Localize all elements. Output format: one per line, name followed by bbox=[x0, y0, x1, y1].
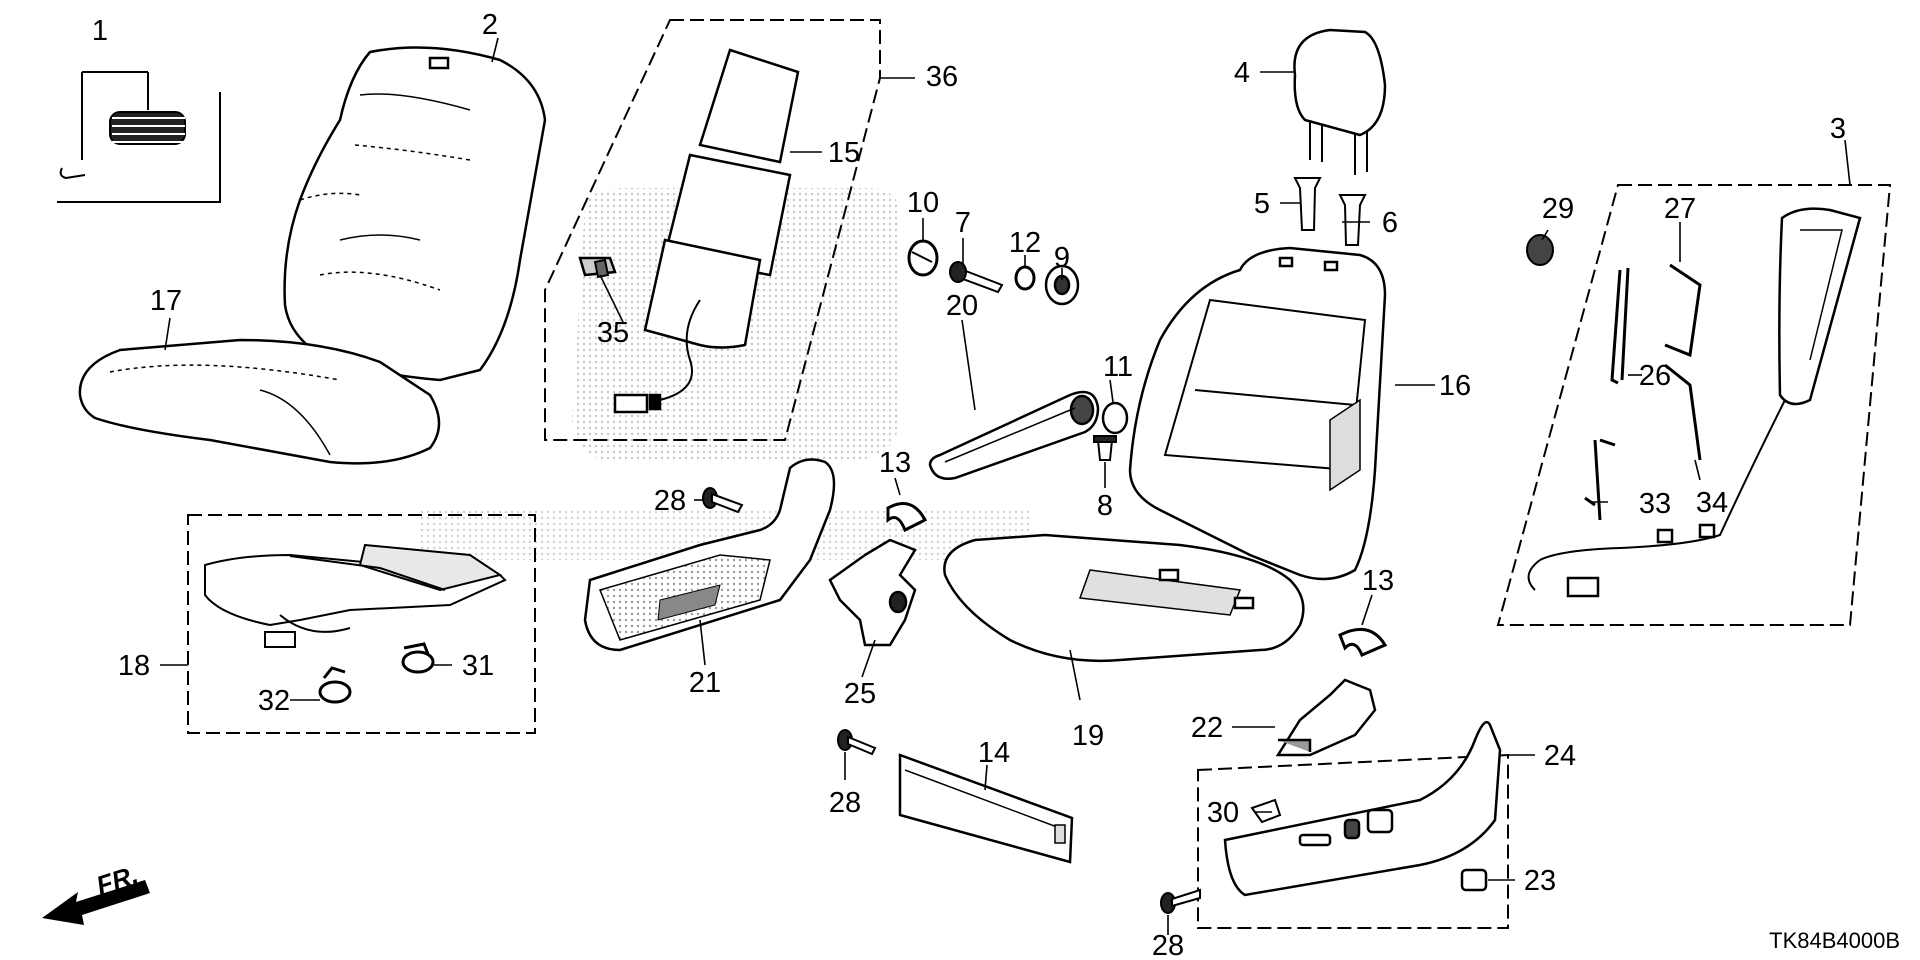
callout-24: 24 bbox=[1544, 740, 1576, 772]
callout-36: 36 bbox=[926, 61, 958, 93]
callout-34: 34 bbox=[1696, 487, 1728, 519]
callout-18: 18 bbox=[118, 650, 150, 682]
part-10-clip bbox=[907, 239, 939, 277]
callout-5: 5 bbox=[1254, 188, 1270, 220]
part-35-clip bbox=[593, 258, 610, 279]
part-25-bracket bbox=[828, 538, 917, 647]
callout-1: 1 bbox=[92, 15, 108, 47]
part-13-clip bbox=[886, 502, 928, 533]
part-4-headrest bbox=[1293, 28, 1387, 175]
callout-25: 25 bbox=[844, 678, 876, 710]
part-26-27-34-33-wires bbox=[1584, 263, 1702, 521]
part-36-sensor-mats bbox=[578, 153, 792, 414]
part-6-guide bbox=[1338, 194, 1367, 246]
part-23-cap bbox=[1460, 868, 1488, 892]
callout-32: 32 bbox=[258, 685, 290, 717]
callout-29: 29 bbox=[1542, 193, 1574, 225]
part-1-clip-set bbox=[59, 71, 186, 180]
callout-35: 35 bbox=[597, 317, 629, 349]
part-14-trim-strip bbox=[898, 753, 1074, 864]
leader-lines bbox=[160, 37, 1851, 935]
callout-20: 20 bbox=[946, 290, 978, 322]
part-21-inner-trim bbox=[583, 458, 836, 652]
callout-17: 17 bbox=[150, 285, 182, 317]
part-7-bolt bbox=[949, 261, 1004, 294]
part-16-seatback bbox=[1128, 246, 1387, 581]
front-direction-arrow bbox=[42, 880, 150, 925]
callout-7: 7 bbox=[955, 207, 971, 239]
callout-13-upper: 13 bbox=[879, 447, 911, 479]
callout-31: 31 bbox=[462, 650, 494, 682]
part-18-seat-heater bbox=[204, 543, 507, 648]
callout-28-upper: 28 bbox=[654, 485, 686, 517]
callout-11: 11 bbox=[1103, 351, 1133, 383]
callout-12: 12 bbox=[1009, 227, 1041, 259]
callout-10: 10 bbox=[907, 187, 939, 219]
part-5-guide bbox=[1293, 177, 1322, 231]
callout-33: 33 bbox=[1639, 488, 1671, 520]
part-3-side-airbag bbox=[1527, 207, 1862, 598]
part-19-cushion bbox=[943, 533, 1305, 663]
part-9-bushing bbox=[1044, 264, 1080, 306]
part-15-sensor-pad bbox=[698, 48, 800, 164]
part-31-clip bbox=[401, 642, 435, 674]
part-11-grommet bbox=[1101, 401, 1129, 435]
callout-28-middle: 28 bbox=[829, 787, 861, 819]
part-28-screw-lower bbox=[1160, 888, 1201, 914]
callout-15: 15 bbox=[828, 137, 860, 169]
callout-4: 4 bbox=[1234, 57, 1250, 89]
part-24-side-trim bbox=[1223, 720, 1502, 897]
callout-23: 23 bbox=[1524, 865, 1556, 897]
group-box-3 bbox=[1496, 184, 1892, 626]
callout-8: 8 bbox=[1097, 490, 1113, 522]
part-2-seatback-cover bbox=[283, 46, 547, 382]
group-box-18 bbox=[187, 514, 536, 734]
callout-27: 27 bbox=[1664, 193, 1696, 225]
callout-28-lower: 28 bbox=[1152, 930, 1184, 960]
part-28-screw-middle bbox=[837, 729, 877, 756]
part-12-washer bbox=[1014, 265, 1036, 291]
callout-2: 2 bbox=[482, 9, 498, 41]
part-29-grommet bbox=[1526, 234, 1554, 266]
part-28-screw-upper bbox=[702, 487, 744, 514]
group-box-1 bbox=[57, 92, 221, 203]
callout-26: 26 bbox=[1639, 360, 1671, 392]
callout-22: 22 bbox=[1191, 712, 1223, 744]
part-22-bracket bbox=[1275, 678, 1377, 757]
group-box-36 bbox=[544, 19, 881, 441]
callout-6: 6 bbox=[1382, 207, 1398, 239]
part-20-armrest bbox=[928, 390, 1100, 480]
callout-9: 9 bbox=[1054, 242, 1070, 274]
callout-19: 19 bbox=[1072, 720, 1104, 752]
callout-3: 3 bbox=[1830, 113, 1846, 145]
callout-13-lower: 13 bbox=[1362, 565, 1394, 597]
part-13-clip-lower bbox=[1338, 627, 1388, 657]
callout-14: 14 bbox=[978, 737, 1010, 769]
callout-labels: 1 2 3 4 5 6 7 8 9 10 11 12 13 13 14 15 1… bbox=[92, 9, 1846, 960]
callout-16: 16 bbox=[1439, 370, 1471, 402]
part-17-cushion-cover bbox=[78, 338, 441, 465]
callout-21: 21 bbox=[689, 667, 721, 699]
group-box-24 bbox=[1197, 753, 1509, 929]
callout-30: 30 bbox=[1207, 797, 1239, 829]
part-8-screw bbox=[1093, 435, 1117, 461]
drawing-code: TK84B4000B bbox=[1769, 928, 1900, 953]
part-30-clip bbox=[1250, 798, 1282, 824]
part-32-clip bbox=[318, 666, 352, 704]
